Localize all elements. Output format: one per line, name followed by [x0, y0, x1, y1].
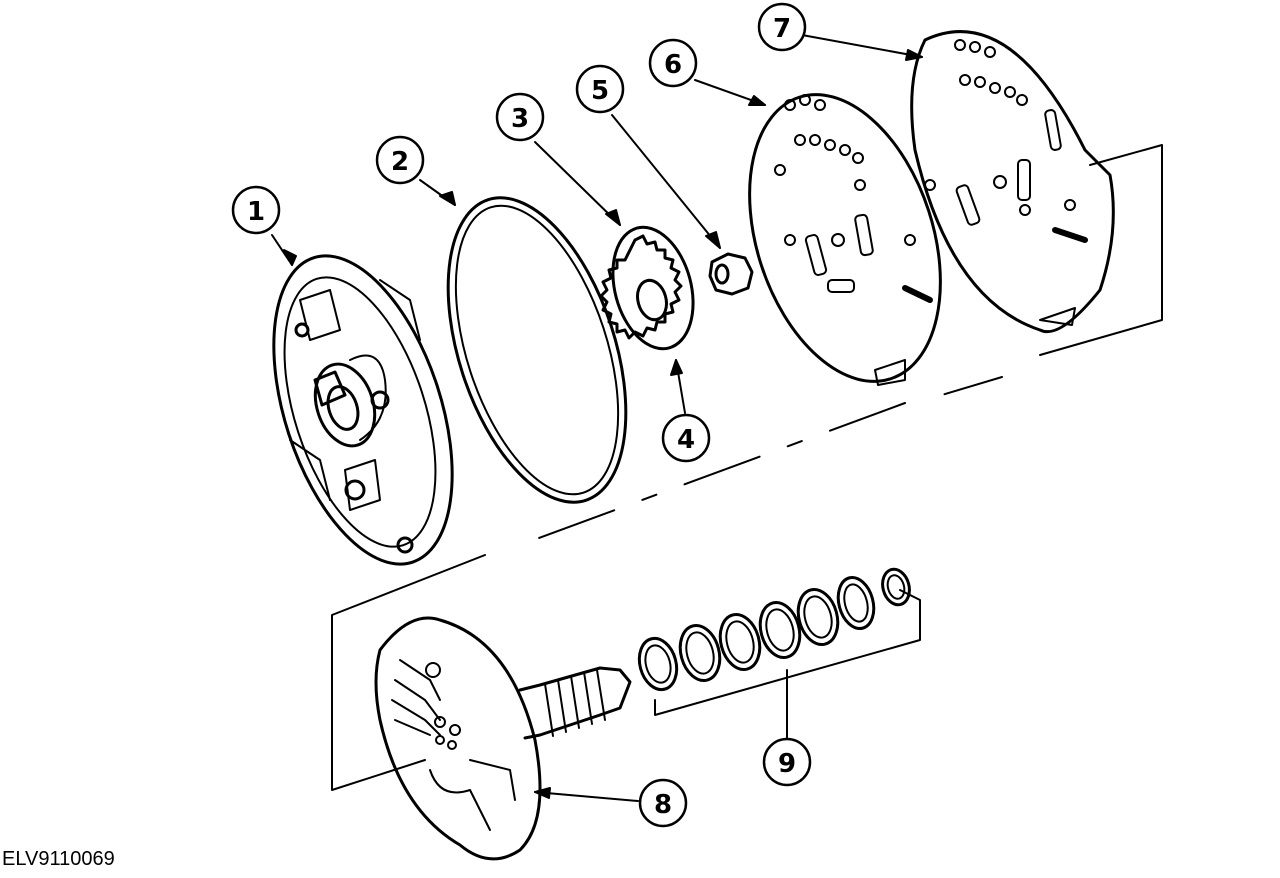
- part-1-pump-housing: [272, 254, 454, 566]
- callouts: 1 2 3 4 5 6 7 8: [231, 2, 812, 828]
- callout-1-number: 1: [247, 197, 265, 227]
- figure-id: ELV9110069: [2, 848, 115, 870]
- part-3-outer-gear: [611, 225, 695, 351]
- callout-3-number: 3: [511, 104, 529, 134]
- callout-9-number: 9: [778, 749, 796, 779]
- callout-6-number: 6: [664, 50, 682, 80]
- part-7-valve-plate: [910, 30, 1115, 334]
- callout-2-number: 2: [391, 147, 409, 177]
- leader-lines: [271, 34, 923, 802]
- part-9-seal-rings: [637, 567, 911, 692]
- callout-8-number: 8: [654, 790, 672, 820]
- callout-9: 9: [762, 737, 812, 787]
- part-6-plate: [748, 93, 942, 386]
- callout-5-number: 5: [591, 76, 609, 106]
- callout-7-number: 7: [773, 14, 791, 44]
- callout-1: 1: [231, 185, 281, 235]
- callout-6: 6: [648, 38, 698, 88]
- callout-7: 7: [757, 2, 807, 52]
- part-8-stator-support: [374, 616, 632, 861]
- callout-2: 2: [375, 135, 425, 185]
- assembly-guide-lines: [331, 144, 1163, 791]
- callout-5: 5: [575, 64, 625, 114]
- part-4-inner-gear: [599, 234, 683, 340]
- callout-4-number: 4: [677, 425, 695, 455]
- part-5-drive-hub: [708, 252, 754, 296]
- callout-3: 3: [495, 92, 545, 142]
- part-2-o-ring: [446, 196, 628, 504]
- callout-8: 8: [638, 778, 688, 828]
- callout-4: 4: [661, 413, 711, 463]
